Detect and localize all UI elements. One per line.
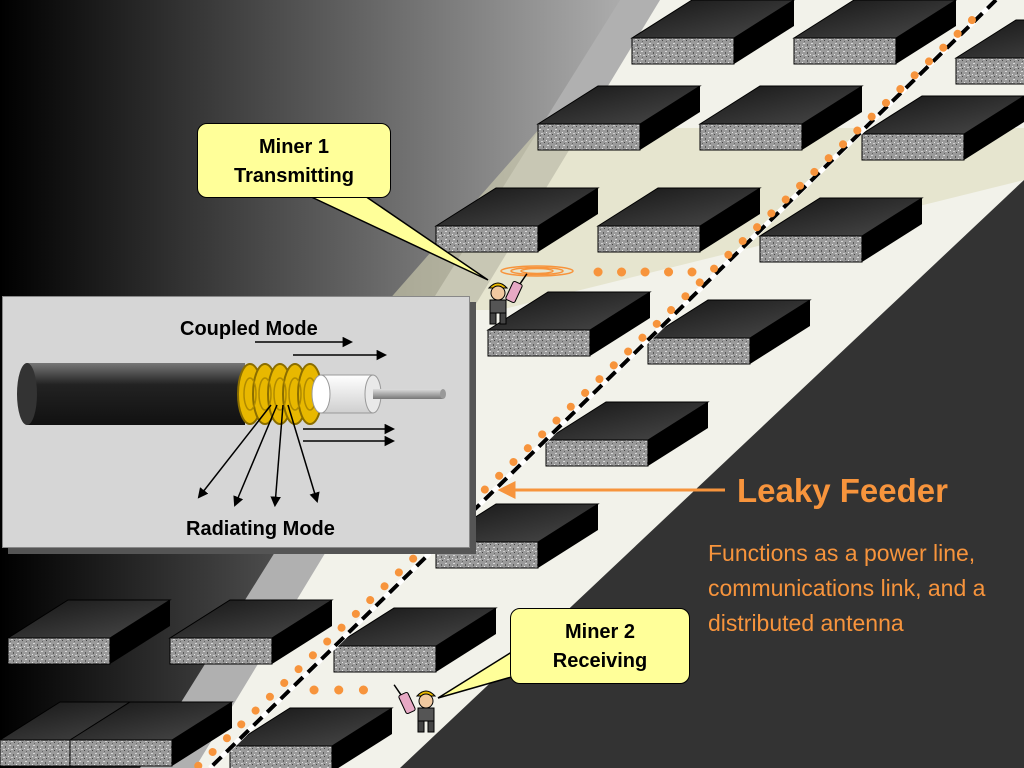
leaky-feeder-title: Leaky Feeder — [737, 472, 948, 509]
coax-cable-icon — [17, 336, 446, 508]
miner-icon — [415, 690, 437, 733]
leaky-feeder-description: Functions as a power line, communication… — [708, 540, 986, 636]
callout-miner2-line1: Miner 2 — [564, 621, 636, 643]
coax-inset-panel: Coupled Mode Radiating Mode — [2, 296, 470, 548]
coupled-mode-label: Coupled Mode — [180, 318, 318, 340]
callout-miner1-line2: Transmitting — [233, 165, 354, 187]
radio-waves — [500, 265, 574, 277]
radiating-mode-label: Radiating Mode — [186, 518, 335, 540]
callout-miner1: Miner 1 Transmitting — [197, 123, 391, 198]
callout-miner2: Miner 2 Receiving — [510, 608, 690, 684]
radio-icon — [393, 684, 416, 715]
callout-miner2-line2: Receiving — [552, 650, 648, 672]
callout-miner1-line1: Miner 1 — [258, 136, 330, 158]
miner-icon — [487, 282, 509, 325]
radio-icon — [505, 273, 528, 304]
leaky-feeder-cable — [192, 0, 998, 768]
